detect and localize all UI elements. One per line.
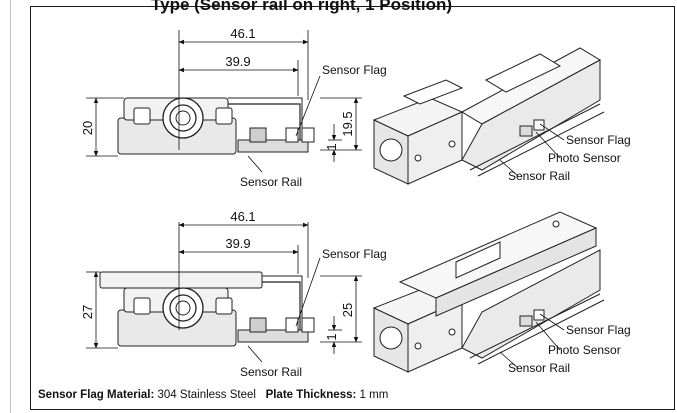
bottom-iso-label-sensor-rail: Sensor Rail bbox=[508, 361, 570, 375]
material-value: 304 Stainless Steel bbox=[157, 389, 256, 401]
top-dim-1: 1 bbox=[324, 143, 339, 150]
bottom-dim-39-9: 39.9 bbox=[225, 236, 250, 251]
top-dim-39-9: 39.9 bbox=[225, 54, 250, 69]
top-iso-label-sensor-flag: Sensor Flag bbox=[566, 133, 631, 147]
bottom-section-view bbox=[99, 271, 315, 347]
top-iso-leaders bbox=[499, 123, 565, 177]
bottom-dim-1: 1 bbox=[324, 333, 339, 340]
top-dimension-lines bbox=[86, 30, 362, 173]
top-label-sensor-flag: Sensor Flag bbox=[322, 63, 387, 77]
bottom-iso-leaders bbox=[499, 313, 565, 369]
top-dim-20: 20 bbox=[80, 121, 95, 135]
bottom-label-sensor-flag: Sensor Flag bbox=[322, 247, 387, 261]
top-iso-label-sensor-rail: Sensor Rail bbox=[508, 169, 570, 183]
bottom-iso-view bbox=[372, 211, 605, 373]
footer-note: Sensor Flag Material: 304 Stainless Stee… bbox=[38, 389, 388, 401]
top-iso-label-photo-sensor: Photo Sensor bbox=[548, 151, 621, 165]
thickness-value: 1 mm bbox=[359, 389, 389, 401]
top-iso-view bbox=[372, 47, 605, 185]
left-margin-bar bbox=[0, 0, 11, 413]
bottom-label-sensor-rail: Sensor Rail bbox=[240, 365, 302, 379]
bottom-iso-label-sensor-flag: Sensor Flag bbox=[566, 323, 631, 337]
bottom-dim-25: 25 bbox=[340, 303, 355, 317]
top-section-view bbox=[117, 97, 315, 155]
top-dim-46-1: 46.1 bbox=[230, 26, 255, 41]
top-label-sensor-rail: Sensor Rail bbox=[240, 175, 302, 189]
thickness-label: Plate Thickness: bbox=[265, 389, 357, 401]
bottom-dim-46-1: 46.1 bbox=[230, 209, 255, 224]
bottom-dimension-lines bbox=[86, 222, 362, 363]
material-label: Sensor Flag Material: bbox=[38, 389, 155, 401]
bottom-iso-label-photo-sensor: Photo Sensor bbox=[548, 343, 621, 357]
title-fragment: Type (Sensor rail on right, 1 Position) bbox=[151, 0, 452, 14]
top-dim-19-5: 19.5 bbox=[340, 111, 355, 136]
bottom-dim-27: 27 bbox=[80, 305, 95, 319]
